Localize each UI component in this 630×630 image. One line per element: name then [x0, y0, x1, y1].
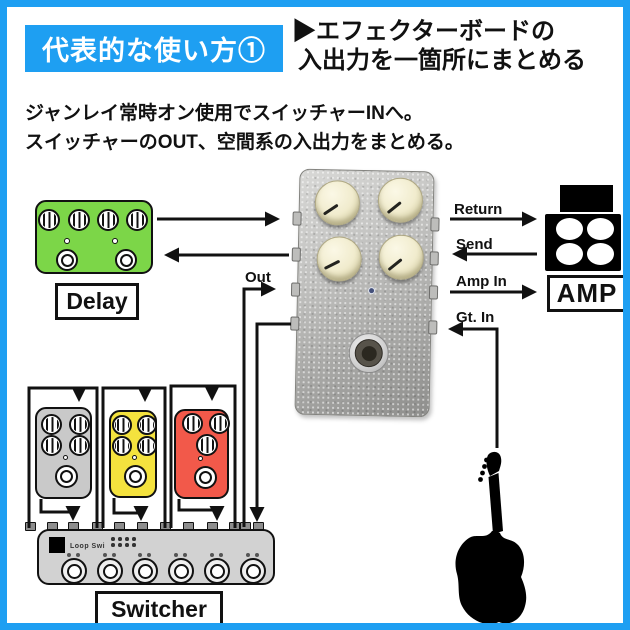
- loop-pedal-footswitch: [55, 465, 78, 488]
- loop-pedal-knob: [112, 436, 132, 456]
- loop-pedal-knob: [137, 436, 157, 456]
- switcher-display: [49, 537, 65, 553]
- switcher-label: Switcher: [95, 591, 223, 623]
- loop-pedal-yellow: [109, 410, 157, 498]
- switcher-led: [67, 553, 71, 557]
- switcher-led: [255, 553, 259, 557]
- switcher-led: [183, 553, 187, 557]
- switcher-led: [76, 553, 80, 557]
- delay-footswitch: [115, 249, 137, 271]
- wire-loop3-return: [177, 499, 225, 521]
- junction-jack: [290, 316, 300, 331]
- loop-pedal-led: [198, 456, 203, 461]
- page-title: ▶エフェクターボードの 入出力を一箇所にまとめる: [292, 17, 586, 75]
- switcher-led: [246, 553, 250, 557]
- amp-head-icon: [560, 185, 613, 212]
- junction-led: [367, 287, 376, 295]
- junction-pedal: [290, 168, 440, 418]
- speaker-icon: [587, 218, 614, 240]
- switcher-led: [112, 553, 116, 557]
- switcher-footswitch: [132, 558, 158, 584]
- description: ジャンレイ常時オン使用でスイッチャーINへ。 スイッチャーのOUT、空間系の入出…: [25, 99, 464, 157]
- wire-loop1-return: [39, 499, 81, 521]
- delay-knob: [126, 209, 148, 231]
- junction-footswitch: [348, 332, 390, 374]
- junction-jack: [428, 320, 438, 335]
- switcher-led: [147, 553, 151, 557]
- junction-jack: [291, 247, 301, 262]
- loop-pedal-footswitch: [194, 466, 217, 489]
- switcher-led: [174, 553, 178, 557]
- delay-led: [112, 238, 118, 244]
- loop-pedal-knob: [137, 415, 157, 435]
- wire-junction-to-switcher-in: [249, 322, 291, 522]
- gt-in-label: Gt. In: [456, 309, 495, 326]
- loop-pedal-red: [174, 409, 230, 499]
- switcher-jack: [25, 522, 36, 531]
- delay-knob: [38, 209, 60, 231]
- junction-knob: [314, 179, 361, 226]
- loop-pedal-led: [132, 455, 137, 460]
- amp-in-label: Amp In: [456, 273, 507, 290]
- switcher-led: [219, 553, 223, 557]
- wire-switcher-out-to-junction: [242, 281, 276, 527]
- delay-footswitch: [56, 249, 78, 271]
- delay-led: [64, 238, 70, 244]
- switcher-footswitch: [204, 558, 230, 584]
- send-label: Send: [456, 236, 493, 253]
- junction-jack: [290, 282, 301, 297]
- switcher-unit: Loop Swi: [37, 529, 275, 585]
- delay-knob: [68, 209, 90, 231]
- delay-label: Delay: [55, 283, 139, 320]
- switcher-footswitch: [168, 558, 194, 584]
- junction-jack: [430, 217, 440, 232]
- out-label: Out: [245, 269, 271, 286]
- switcher-led: [210, 553, 214, 557]
- switcher-footswitch: [97, 558, 123, 584]
- delay-knob: [97, 209, 119, 231]
- wire-loop2-return: [112, 498, 149, 521]
- header-badge: 代表的な使い方①: [25, 25, 283, 72]
- loop-pedal-knob: [209, 413, 230, 434]
- loop-pedal-gray: [35, 407, 92, 499]
- loop-pedal-footswitch: [124, 465, 147, 488]
- loop-pedal-knob: [41, 414, 62, 435]
- loop-pedal-knob: [182, 413, 203, 434]
- title-line-2: 入出力を一箇所にまとめる: [298, 47, 586, 74]
- title-line-1: ▶エフェクターボードの: [292, 18, 556, 45]
- delay-pedal-icon: [35, 200, 153, 274]
- junction-knob: [377, 177, 424, 224]
- switcher-led: [138, 553, 142, 557]
- guitar-icon: [455, 451, 527, 623]
- junction-knob: [378, 234, 425, 281]
- switcher-led: [103, 553, 107, 557]
- wire-guitar-in: [448, 321, 499, 448]
- switcher-footswitch: [61, 558, 87, 584]
- switcher-dot-grid: [111, 537, 139, 549]
- description-line-2: スイッチャーのOUT、空間系の入出力をまとめる。: [25, 132, 464, 153]
- speaker-icon: [556, 243, 583, 265]
- return-label: Return: [454, 201, 503, 218]
- amp-label: AMP: [547, 275, 623, 312]
- switcher-footswitch: [240, 558, 266, 584]
- speaker-icon: [587, 243, 614, 265]
- loop-pedal-knob: [196, 434, 218, 456]
- switcher-panel-text: Loop Swi: [70, 543, 106, 550]
- loop-pedal-knob: [112, 415, 132, 435]
- junction-jack: [292, 211, 302, 226]
- junction-knob: [316, 235, 363, 282]
- description-line-1: ジャンレイ常時オン使用でスイッチャーINへ。: [25, 103, 423, 124]
- junction-jack: [428, 285, 439, 300]
- amp-cabinet-icon: [545, 214, 621, 271]
- junction-jack: [429, 251, 439, 266]
- loop-pedal-knob: [69, 414, 90, 435]
- loop-pedal-led: [63, 455, 68, 460]
- speaker-icon: [556, 218, 583, 240]
- loop-pedal-knob: [69, 435, 90, 456]
- loop-pedal-knob: [41, 435, 62, 456]
